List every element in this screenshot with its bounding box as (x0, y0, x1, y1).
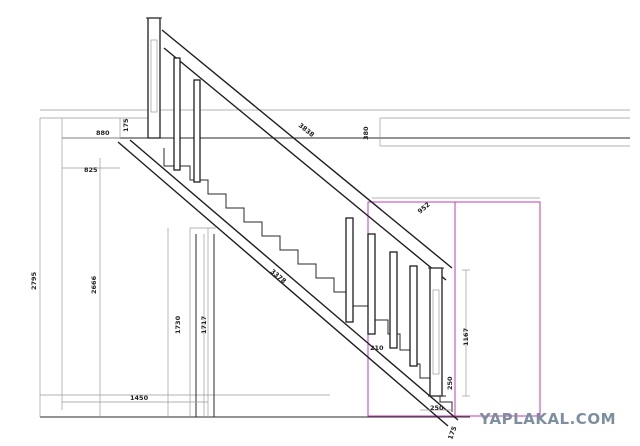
dimension-labels: 880 175 825 3838 380 952 2795 2666 3378 … (30, 118, 470, 441)
door-opening (195, 234, 215, 417)
gray-guides (189, 197, 540, 417)
dim-door-side: 1717 (200, 316, 208, 334)
dim-side-gap: 825 (84, 166, 98, 174)
upper-floor-lines (40, 109, 630, 410)
dim-bottom-right-b: 250 (430, 404, 444, 412)
watermark-text: YAPLAKAL.COM (479, 410, 616, 428)
dim-top-small: 175 (122, 118, 130, 132)
floor-line (40, 394, 470, 418)
vertical-dimensions (39, 118, 470, 417)
dim-total-height: 2795 (30, 271, 38, 290)
dim-bottom-run: 1450 (130, 394, 149, 402)
dim-bottom-small: 175 (446, 425, 458, 441)
step-profile (163, 148, 453, 412)
handrail (161, 29, 453, 281)
horizontal-dimensions (62, 137, 452, 411)
dim-step-small: 210 (370, 344, 384, 352)
upper-newel-post (146, 17, 162, 139)
dim-top-run: 880 (96, 129, 110, 137)
dim-door-height: 1730 (174, 315, 182, 334)
dim-stringer-top: 3838 (297, 121, 316, 139)
lower-newel-post (428, 267, 446, 397)
upper-balusters (173, 57, 201, 183)
lower-balusters (345, 217, 418, 367)
dim-lower-height: 2666 (90, 275, 98, 294)
dim-right-top: 380 (362, 126, 370, 140)
dim-bottom-right-a: 250 (446, 376, 454, 390)
stringer (117, 139, 459, 427)
dim-stringer-bottom: 3378 (269, 267, 288, 285)
dim-diag-short: 952 (416, 201, 432, 216)
dim-right-height: 1167 (462, 328, 470, 346)
